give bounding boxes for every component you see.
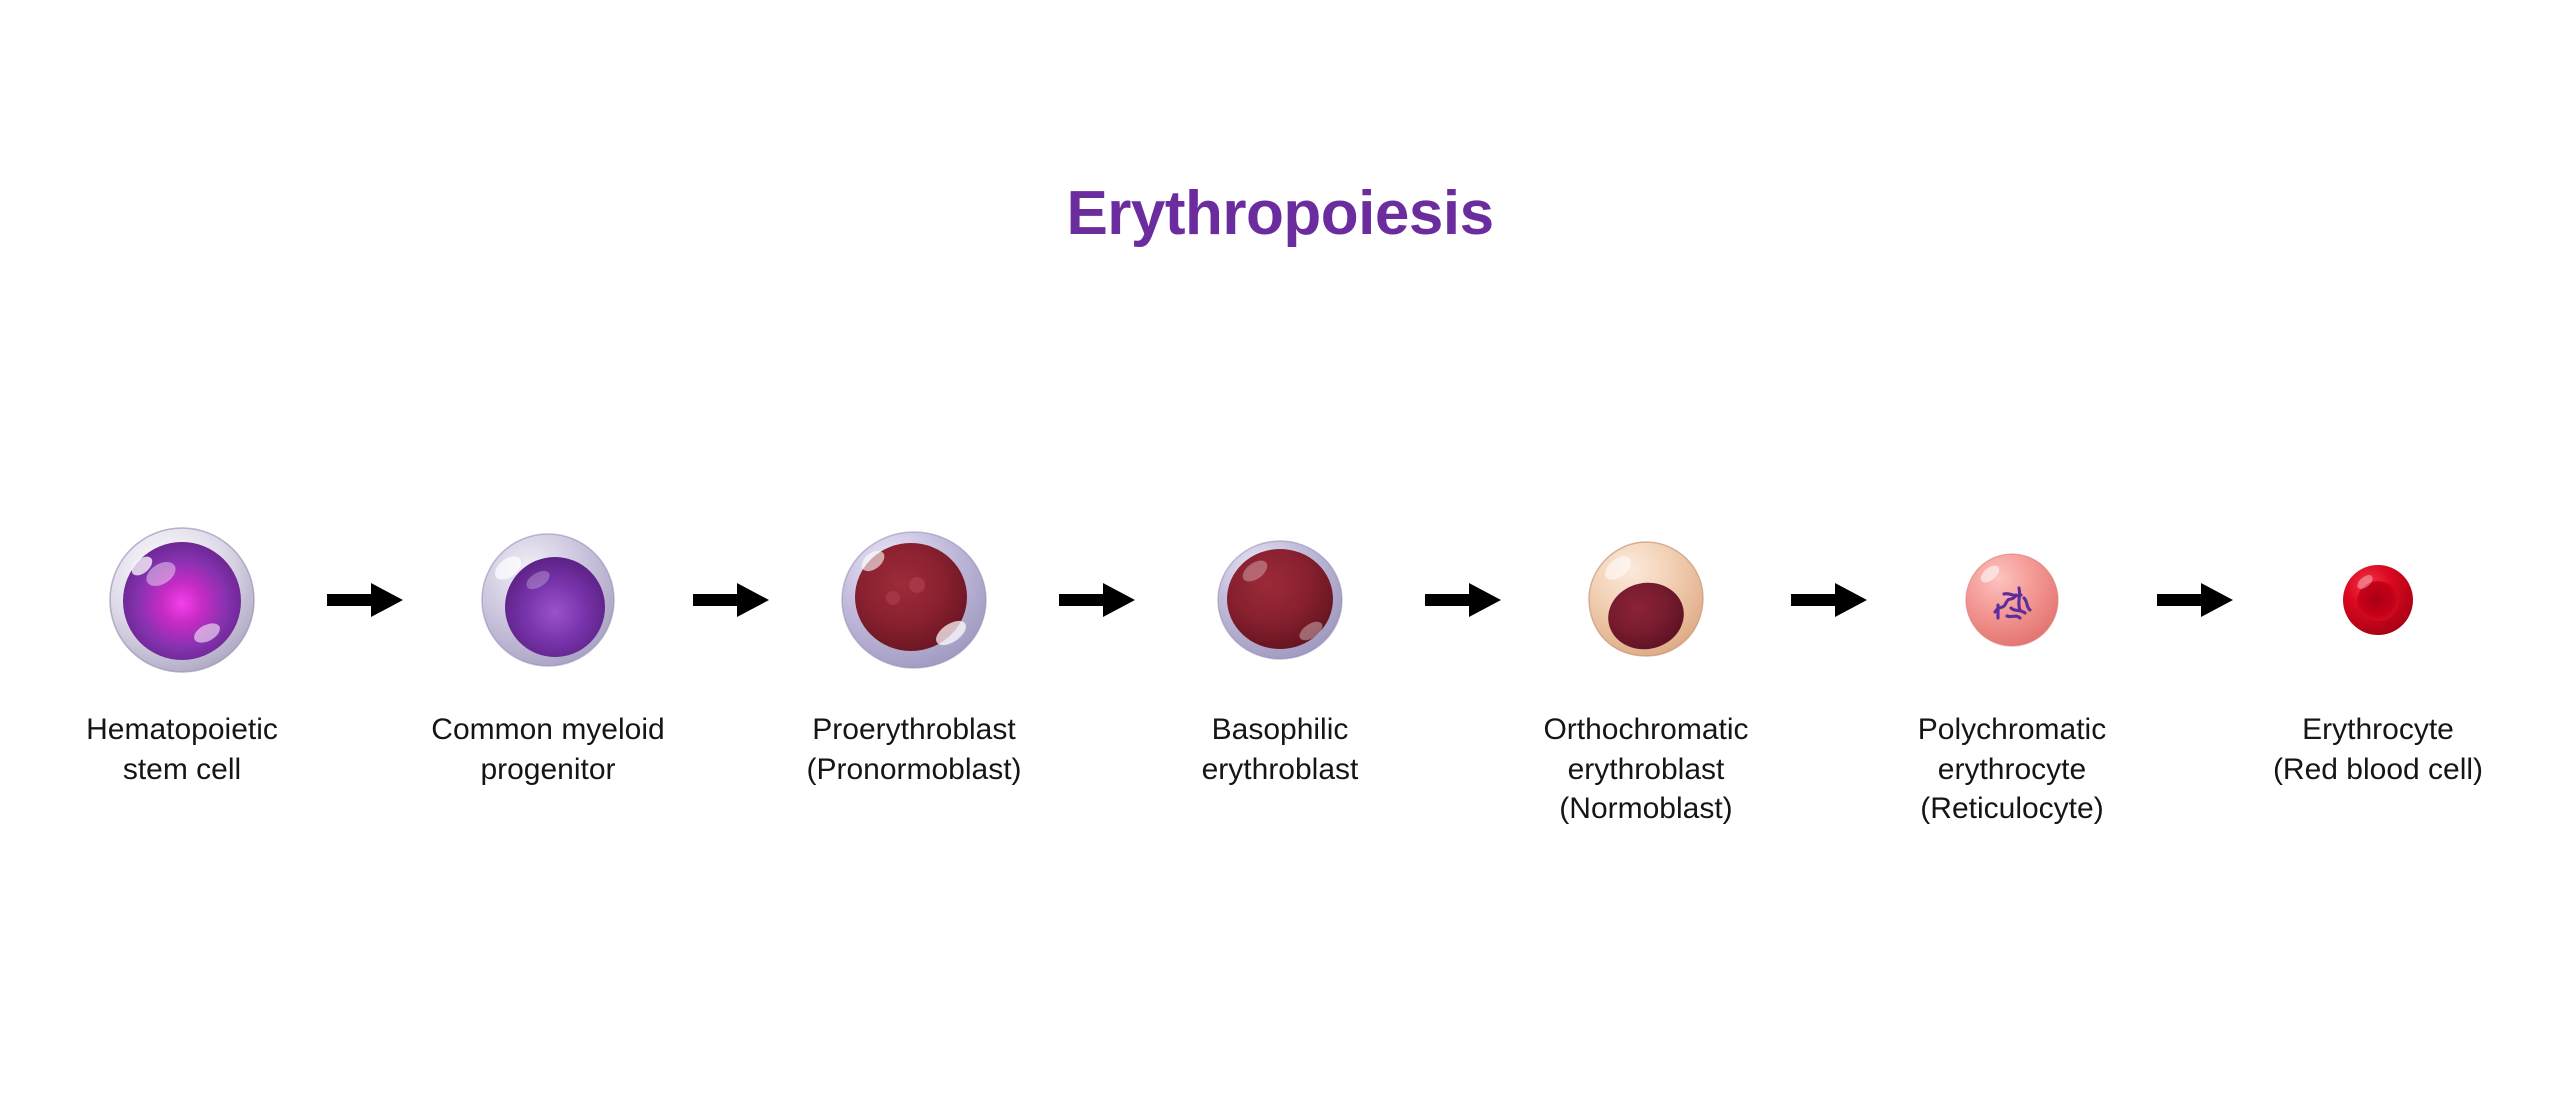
stage-hematopoietic-stem-cell[interactable]: Hematopoietic stem cell (57, 520, 307, 789)
cell-slot (1887, 520, 2137, 680)
cell-slot (1521, 520, 1771, 680)
right-arrow-icon (1425, 583, 1501, 617)
polychromatic-erythrocyte-icon (1965, 553, 2059, 647)
stage-erythrocyte[interactable]: Erythrocyte (Red blood cell) (2253, 520, 2503, 789)
stage-label: Orthochromatic erythroblast (Normoblast) (1543, 713, 1749, 826)
right-arrow-icon (693, 583, 769, 617)
stage-proerythroblast[interactable]: Proerythroblast (Pronormoblast) (789, 520, 1039, 789)
arrow-1 (307, 520, 423, 680)
arrow-4 (1405, 520, 1521, 680)
page-title: Erythropoiesis (1066, 179, 1494, 248)
orthochromatic-erythroblast-icon (1588, 541, 1704, 657)
stage-label: Polychromatic erythrocyte (Reticulocyte) (1917, 713, 2107, 826)
right-arrow-icon (327, 583, 403, 617)
cell-slot (1155, 520, 1405, 680)
common-myeloid-progenitor-icon (481, 533, 615, 667)
stage-label: Common myeloid progenitor (431, 713, 665, 786)
cell-slot (57, 520, 307, 680)
stage-basophilic-erythroblast[interactable]: Basophilic erythroblast (1155, 520, 1405, 789)
basophilic-erythroblast-icon (1217, 540, 1343, 660)
reticulum-network (1993, 586, 2032, 620)
cell-slot (2253, 520, 2503, 680)
erythropoiesis-pathway: Hematopoietic stem cell (0, 520, 2560, 829)
right-arrow-icon (1059, 583, 1135, 617)
arrow-2 (673, 520, 789, 680)
right-arrow-icon (2157, 583, 2233, 617)
proerythroblast-icon (841, 531, 987, 669)
stage-label: Erythrocyte (Red blood cell) (2272, 713, 2484, 786)
right-arrow-icon (1791, 583, 1867, 617)
stage-label: Hematopoietic stem cell (86, 713, 278, 786)
hematopoietic-stem-cell-icon (109, 527, 255, 673)
arrow-6 (2137, 520, 2253, 680)
stage-polychromatic-erythrocyte[interactable]: Polychromatic erythrocyte (Reticulocyte) (1887, 520, 2137, 829)
erythrocyte-icon (2343, 565, 2413, 635)
cell-slot (423, 520, 673, 680)
arrow-5 (1771, 520, 1887, 680)
stage-label: Basophilic erythroblast (1201, 713, 1359, 786)
stage-common-myeloid-progenitor[interactable]: Common myeloid progenitor (423, 520, 673, 789)
cell-slot (789, 520, 1039, 680)
stage-label: Proerythroblast (Pronormoblast) (806, 713, 1022, 786)
arrow-3 (1039, 520, 1155, 680)
stage-orthochromatic-erythroblast[interactable]: Orthochromatic erythroblast (Normoblast) (1521, 520, 1771, 829)
